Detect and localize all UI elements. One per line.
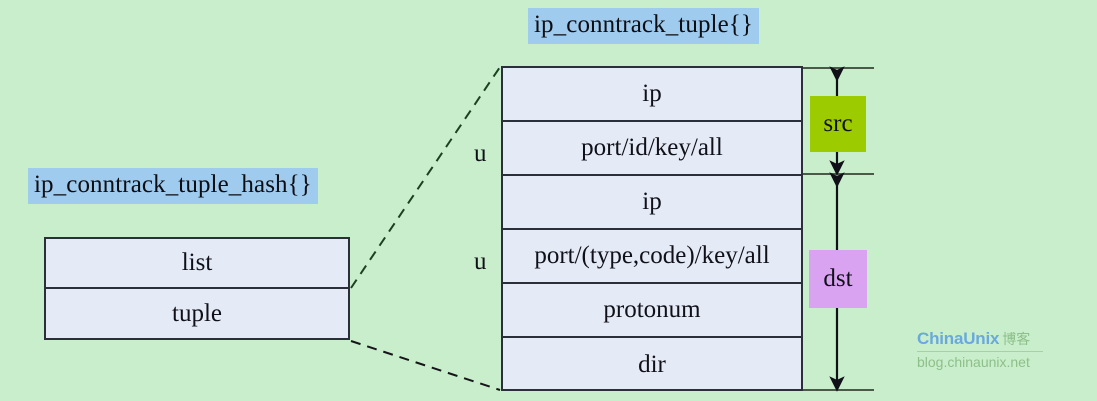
hash-field-tuple: tuple xyxy=(172,300,222,327)
watermark-divider xyxy=(917,351,1043,352)
tuple-field-src-port: port/id/key/all xyxy=(503,122,801,176)
hash-struct-table: list tuple xyxy=(44,237,350,340)
tuple-field-src-ip: ip xyxy=(503,68,801,122)
union-marker-dst: u xyxy=(474,248,487,275)
connector-line-bottom xyxy=(350,340,501,391)
watermark-url: blog.chinaunix.net xyxy=(917,354,1030,370)
tuple-field-protonum: protonum xyxy=(503,284,801,338)
tuple-field-dir: dir xyxy=(638,350,666,378)
hash-field-list: list xyxy=(46,239,348,289)
hash-struct-title: ip_conntrack_tuple_hash{} xyxy=(28,168,318,204)
tuple-struct-table: ip port/id/key/all ip port/(type,code)/k… xyxy=(501,66,803,391)
tuple-field-dst-ip: ip xyxy=(503,176,801,230)
dst-range-label: dst xyxy=(809,250,867,308)
tuple-struct-title: ip_conntrack_tuple{} xyxy=(528,8,759,44)
watermark-brand-cn: 博客 xyxy=(1002,331,1031,347)
watermark-brand: ChinaUnix xyxy=(917,329,1000,348)
tuple-field-dst-port: port/(type,code)/key/all xyxy=(503,230,801,284)
union-marker-src: u xyxy=(474,140,487,167)
src-range-label: src xyxy=(810,96,866,152)
